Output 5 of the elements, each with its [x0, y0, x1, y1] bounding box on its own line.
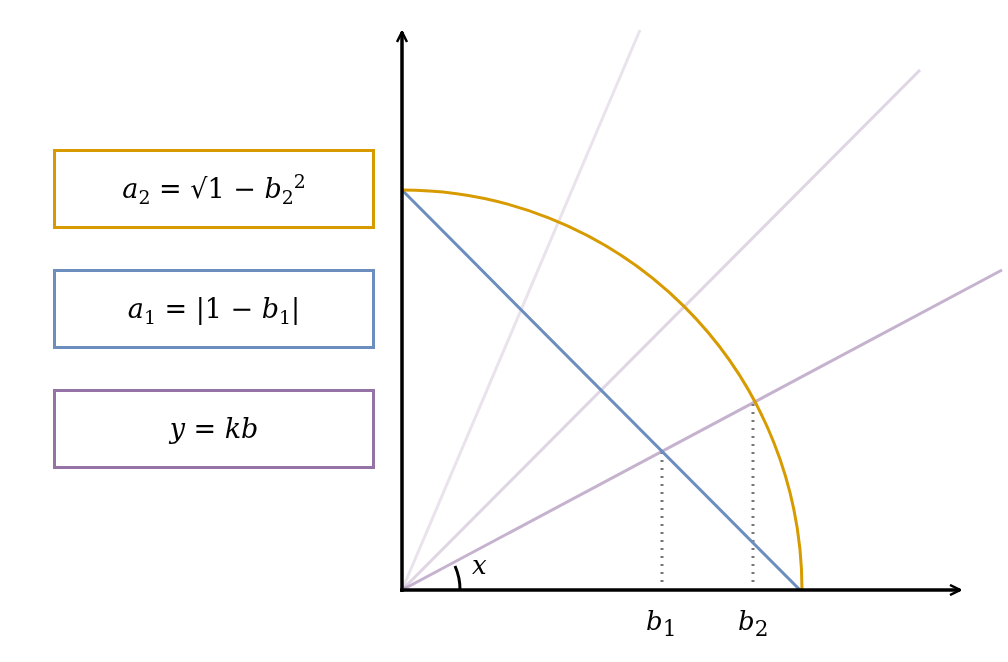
point-label: b$_{1}$: [646, 606, 677, 642]
legend-entry: y = kb: [53, 389, 375, 469]
point-label: b$_{2}$: [738, 606, 769, 642]
angle-label: x: [472, 550, 487, 580]
legend-entry: a$_{1}$ = |1 − b$_{1}$|: [53, 269, 375, 349]
